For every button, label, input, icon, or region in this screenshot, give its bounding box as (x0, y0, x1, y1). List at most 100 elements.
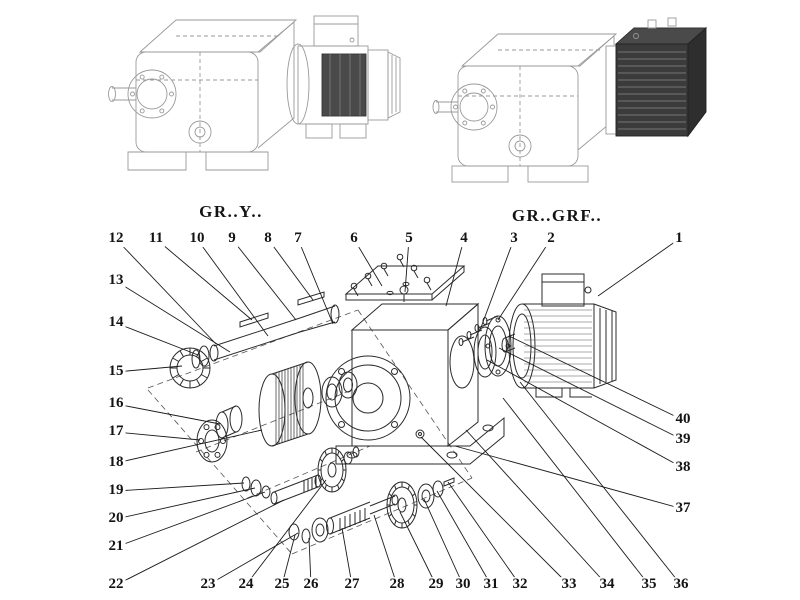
callout-2: 2 (545, 230, 557, 247)
splined-ring (169, 347, 211, 389)
intermediate-shaft-1 (241, 446, 360, 505)
leader-line-17 (115, 431, 201, 441)
callout-10: 10 (187, 230, 207, 247)
motor-fins (524, 309, 592, 383)
leader-line-39 (498, 347, 684, 441)
callout-4: 4 (458, 230, 470, 247)
callout-28: 28 (387, 576, 407, 593)
gear-teeth-hatch (275, 363, 304, 445)
assembly-left-drawing (108, 15, 401, 171)
callout-18: 18 (106, 454, 126, 471)
leader-line-18 (115, 429, 263, 464)
callout-33: 33 (559, 576, 579, 593)
leader-line-9 (231, 238, 297, 321)
leader-line-25 (281, 534, 296, 586)
callout-3: 3 (508, 230, 520, 247)
callout-38: 38 (673, 459, 693, 476)
leader-line-36 (519, 381, 682, 586)
motor-flange-parts (458, 315, 516, 378)
leader-line-15 (115, 365, 183, 373)
callout-7: 7 (292, 230, 304, 247)
electric-motor (508, 273, 617, 398)
callout-1: 1 (673, 230, 685, 247)
callout-16: 16 (106, 395, 126, 412)
leader-line-19 (115, 482, 245, 492)
callout-32: 32 (510, 576, 530, 593)
callout-35: 35 (639, 576, 659, 593)
callout-37: 37 (673, 500, 693, 517)
leader-line-8 (267, 238, 314, 301)
leader-line-32 (447, 481, 521, 586)
leader-line-35 (502, 397, 650, 586)
callout-34: 34 (597, 576, 617, 593)
leader-line-33 (420, 436, 570, 586)
callout-12: 12 (106, 230, 126, 247)
output-shaft-assembly (191, 291, 340, 369)
callout-40: 40 (673, 411, 693, 428)
callout-26: 26 (301, 576, 321, 593)
callout-31: 31 (481, 576, 501, 593)
leader-lines-layer (115, 238, 684, 586)
leader-line-4 (445, 238, 465, 307)
leader-line-34 (465, 429, 608, 586)
callout-13: 13 (106, 272, 126, 289)
leader-line-13 (115, 280, 231, 353)
sleeve-and-bearing (196, 405, 243, 463)
assembly-right-drawing (432, 17, 708, 183)
label-gr-y: GR..Y.. (199, 202, 263, 221)
callout-39: 39 (673, 431, 693, 448)
callout-17: 17 (106, 423, 126, 440)
leader-line-10 (196, 238, 269, 337)
callout-23: 23 (198, 576, 218, 593)
leader-line-12 (115, 238, 217, 345)
leader-line-22 (115, 499, 285, 586)
callout-9: 9 (226, 230, 238, 247)
callout-21: 21 (106, 538, 126, 555)
callout-27: 27 (342, 576, 362, 593)
label-gr-grf: GR..GRF.. (511, 206, 603, 225)
leader-line-38 (486, 359, 684, 469)
cover-screws (350, 253, 432, 302)
callout-29: 29 (426, 576, 446, 593)
leader-line-11 (155, 238, 253, 321)
leader-line-30 (423, 498, 464, 586)
callout-20: 20 (106, 510, 126, 527)
leader-line-14 (115, 322, 199, 356)
intermediate-shaft-2 (288, 477, 455, 544)
callout-11: 11 (146, 230, 166, 247)
callout-22: 22 (106, 576, 126, 593)
housing-cover-and-screws (344, 253, 466, 302)
callout-24: 24 (236, 576, 256, 593)
callout-36: 36 (671, 576, 691, 593)
callout-25: 25 (272, 576, 292, 593)
large-gear (258, 361, 358, 447)
shaft-key-3 (443, 477, 455, 487)
leader-line-21 (115, 491, 266, 548)
leader-line-16 (115, 403, 221, 425)
leader-line-29 (399, 511, 437, 586)
callout-30: 30 (453, 576, 473, 593)
callout-15: 15 (106, 363, 126, 380)
leader-line-2 (497, 238, 552, 321)
exploded-view-drawing (147, 253, 617, 555)
callout-19: 19 (106, 482, 126, 499)
leader-line-1 (597, 238, 680, 297)
leader-line-28 (373, 514, 398, 586)
leader-line-40 (508, 335, 684, 421)
leader-line-31 (436, 490, 492, 586)
shaft-key-1 (239, 312, 269, 328)
leader-line-24 (245, 479, 327, 586)
leader-line-5 (404, 238, 410, 293)
leader-line-20 (115, 487, 256, 520)
callout-8: 8 (262, 230, 274, 247)
shaft-key-2 (297, 291, 325, 306)
leader-line-3 (479, 238, 515, 331)
leader-line-7 (297, 238, 334, 325)
leader-line-37 (454, 445, 684, 510)
callout-14: 14 (106, 314, 126, 331)
callout-5: 5 (403, 230, 415, 247)
leader-line-27 (341, 527, 353, 586)
leader-line-23 (207, 532, 299, 586)
